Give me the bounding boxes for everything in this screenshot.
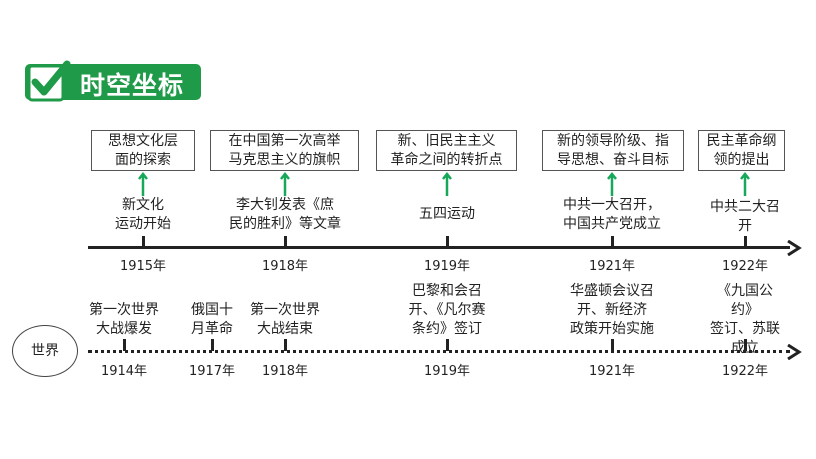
world-tick [744,339,747,351]
up-arrow-icon [607,172,617,196]
world-year: 1919年 [423,364,471,379]
world-tick [284,339,287,351]
china-tick [611,236,614,248]
world-event: 华盛顿会议召 开、新经济 政策开始实施 [570,283,654,337]
china-event: 新文化 运动开始 [115,197,171,232]
china-event: 中共二大召开 [710,199,780,234]
world-event: 第一次世界 大战结束 [250,302,320,337]
china-year: 1919年 [423,259,471,274]
china-tick [446,236,449,248]
section-title: 时空坐标 [80,71,185,100]
up-arrow-icon [138,172,148,196]
axis-arrowhead-icon [787,344,802,360]
china-year: 1922年 [721,259,769,274]
meaning-box: 新、旧民主主义 革命之间的转折点 [376,130,517,171]
china-tick [142,236,145,248]
up-arrow-icon [280,172,290,196]
world-year: 1921年 [588,364,636,379]
world-event: 俄国十 月革命 [191,302,233,337]
china-tick [284,236,287,248]
china-event: 五四运动 [419,206,475,222]
world-year: 1918年 [261,364,309,379]
world-year: 1914年 [100,364,148,379]
world-label: 世界 [12,325,78,377]
meaning-box: 新的领导阶级、指 导思想、奋斗目标 [542,130,684,171]
china-event: 中共一大召开， 中国共产党成立 [563,197,661,232]
checkmark-icon [27,60,71,102]
china-event: 李大钊发表《庶 民的胜利》等文章 [229,197,341,232]
world-event: 第一次世界 大战爆发 [89,302,159,337]
china-year: 1918年 [261,259,309,274]
china-year: 1921年 [588,259,636,274]
world-year: 1917年 [188,364,236,379]
world-tick [446,339,449,351]
meaning-box: 民主革命纲 领的提出 [698,130,785,171]
world-timeline-axis [88,350,790,353]
world-tick [611,339,614,351]
world-tick [123,339,126,351]
china-year: 1915年 [119,259,167,274]
axis-arrowhead-icon [787,240,802,256]
meaning-box: 思想文化层 面的探索 [91,130,195,171]
world-year: 1922年 [721,364,769,379]
meaning-box: 在中国第一次高举 马克思主义的旗帜 [210,130,359,171]
china-timeline-axis [88,246,790,249]
china-tick [744,236,747,248]
up-arrow-icon [740,172,750,196]
world-tick [211,339,214,351]
up-arrow-icon [442,172,452,196]
world-event: 巴黎和会召 开、《凡尔赛 条约》签订 [408,283,486,337]
